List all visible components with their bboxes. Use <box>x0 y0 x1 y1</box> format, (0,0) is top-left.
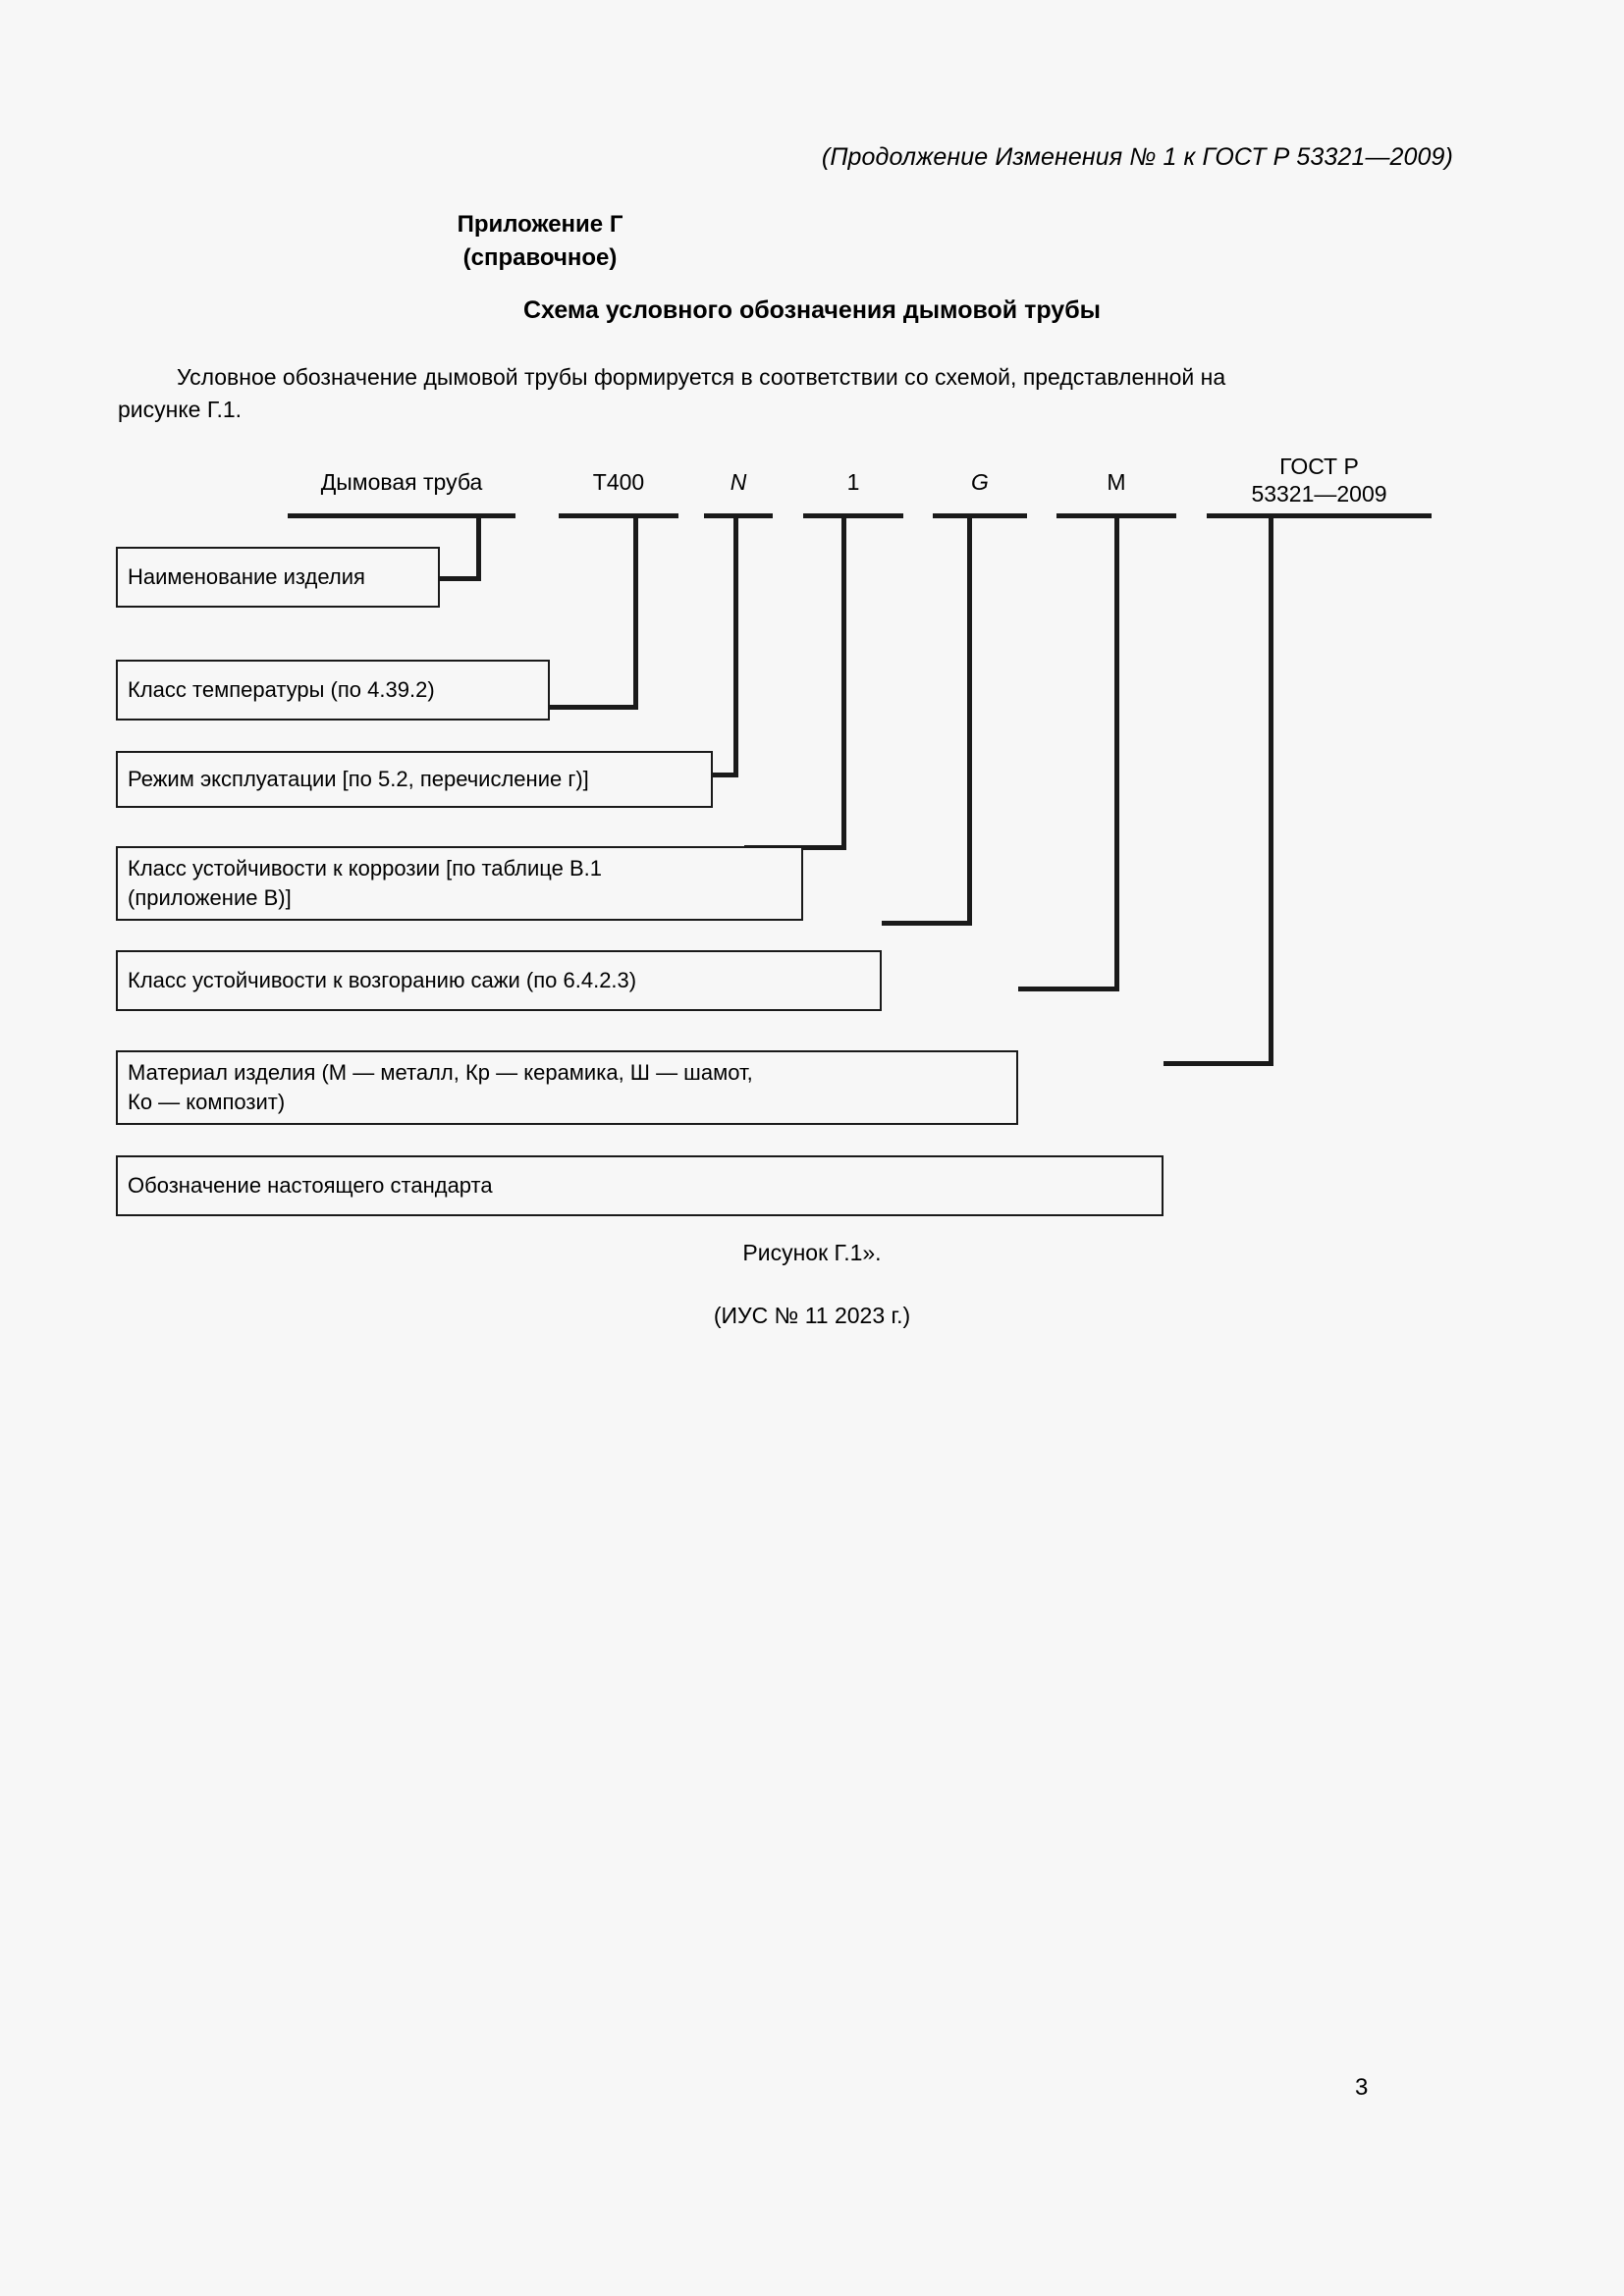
annex-heading-line2: (справочное) <box>462 244 618 271</box>
page-title: Схема условного обозначения дымовой труб… <box>522 296 1101 324</box>
connector-drop-7 <box>1269 513 1273 1066</box>
connector-stub-7 <box>1164 1061 1273 1066</box>
connector-stub-5 <box>882 921 972 926</box>
ius-note: (ИУС № 11 2023 г.) <box>713 1303 911 1328</box>
column-label-operating-mode: N <box>730 469 747 495</box>
column-label-standard: ГОСТ Р 53321—2009 <box>1207 453 1432 507</box>
scheme-box-corrosion-class: Класс устойчивости к коррозии [по таблиц… <box>116 846 803 921</box>
connector-drop-1 <box>476 513 481 581</box>
column-label-temperature-class: T400 <box>592 469 645 495</box>
scheme-box-product-name-text: Наименование изделия <box>128 564 365 589</box>
scheme-box-material-text: Материал изделия (М — металл, Кр — керам… <box>128 1058 753 1117</box>
column-label-material: M <box>1107 469 1126 495</box>
scheme-box-product-name: Наименование изделия <box>116 547 440 608</box>
scheme-box-temperature-class-text: Класс температуры (по 4.39.2) <box>128 677 435 702</box>
column-label-soot-class: G <box>971 469 989 495</box>
connector-drop-3 <box>733 513 738 777</box>
scheme-box-material-line2: Ко — композит) <box>128 1090 286 1114</box>
connector-stub-1 <box>440 576 481 581</box>
connector-drop-2 <box>633 513 638 710</box>
column-label-corrosion-class: 1 <box>846 469 860 495</box>
scheme-box-material: Материал изделия (М — металл, Кр — керам… <box>116 1050 1018 1125</box>
column-rule-2 <box>559 513 678 518</box>
column-rule-7 <box>1207 513 1432 518</box>
connector-drop-4 <box>841 513 846 850</box>
scheme-box-operating-mode: Режим эксплуатации [по 5.2, перечисление… <box>116 751 713 808</box>
column-label-standard-line1: ГОСТ Р <box>1279 454 1359 479</box>
connector-stub-6 <box>1018 987 1119 991</box>
annex-heading-line1: Приложение Г <box>457 211 623 238</box>
scheme-box-temperature-class: Класс температуры (по 4.39.2) <box>116 660 550 721</box>
intro-lead: Условное обозначение дымовой трубы форми… <box>177 364 1226 390</box>
scheme-box-standard-designation: Обозначение настоящего стандарта <box>116 1155 1164 1216</box>
figure-caption: Рисунок Г.1». <box>742 1240 882 1265</box>
intro-paragraph: Условное обозначение дымовой трубы форми… <box>118 361 1429 426</box>
connector-drop-6 <box>1114 513 1119 991</box>
connector-stub-2 <box>550 705 638 710</box>
column-rule-4 <box>803 513 903 518</box>
intro-tail: рисунке Г.1. <box>118 397 243 422</box>
scheme-box-material-line1: Материал изделия (М — металл, Кр — керам… <box>128 1060 753 1085</box>
scheme-box-corrosion-class-line1: Класс устойчивости к коррозии [по таблиц… <box>128 856 602 881</box>
scheme-box-corrosion-class-line2: (приложение В)] <box>128 885 292 910</box>
column-rule-5 <box>933 513 1027 518</box>
column-rule-3 <box>704 513 773 518</box>
column-rule-1 <box>288 513 515 518</box>
scheme-box-operating-mode-text: Режим эксплуатации [по 5.2, перечисление… <box>128 767 589 791</box>
scheme-box-soot-class: Класс устойчивости к возгоранию сажи (по… <box>116 950 882 1011</box>
annex-heading: Приложение Г (справочное) <box>0 208 1080 275</box>
page-number: 3 <box>1355 2074 1369 2101</box>
column-label-product: Дымовая труба <box>320 469 483 495</box>
running-title: (Продолжение Изменения № 1 к ГОСТ Р 5332… <box>821 143 1453 171</box>
scheme-box-soot-class-text: Класс устойчивости к возгоранию сажи (по… <box>128 968 637 992</box>
scheme-box-corrosion-class-text: Класс устойчивости к коррозии [по таблиц… <box>128 854 602 913</box>
scheme-box-standard-designation-text: Обозначение настоящего стандарта <box>128 1173 493 1198</box>
column-label-standard-line2: 53321—2009 <box>1251 481 1387 507</box>
connector-drop-5 <box>967 513 972 926</box>
